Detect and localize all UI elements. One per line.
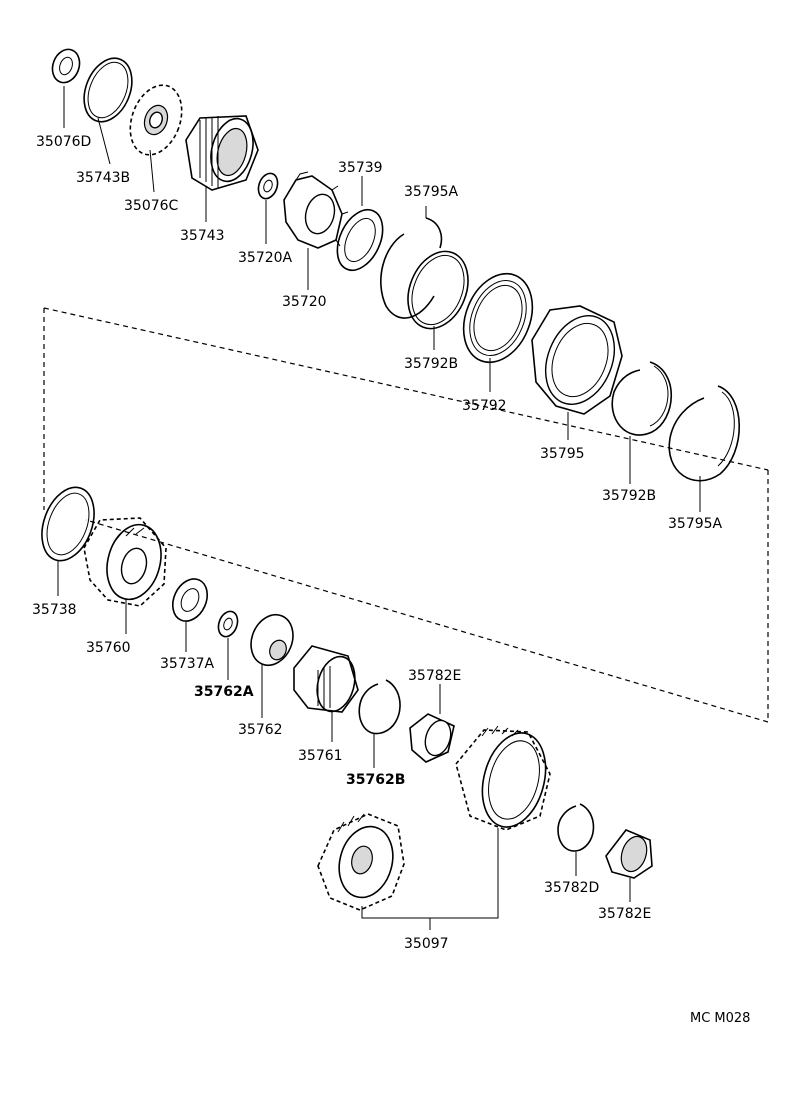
label-35762: 35762 <box>238 722 283 738</box>
part-35761-sleeve <box>293 645 359 713</box>
part-35792B-ring-right <box>611 361 672 436</box>
part-35739-thrust-bearing <box>336 208 384 272</box>
label-35795A-top: 35795A <box>404 184 459 200</box>
diagram-code: MC M028 <box>690 1011 750 1026</box>
assembly-dashed-frame <box>43 307 769 723</box>
label-35795A-right: 35795A <box>668 516 723 532</box>
part-35795A-snap-ring-top <box>380 217 443 319</box>
label-35743: 35743 <box>180 228 225 244</box>
part-35760-sun-gear-drum <box>83 517 167 607</box>
label-35762A: 35762A <box>194 684 254 700</box>
part-35738-thrust-washer <box>41 486 95 562</box>
part-35782D-snap-ring <box>557 803 595 852</box>
part-35795-outer-race <box>531 305 623 415</box>
part-35097-ring-gear <box>455 725 551 831</box>
part-35737A-washer <box>171 578 209 622</box>
part-35782E-bushing-bottom <box>605 829 653 879</box>
part-35792-one-way-clutch <box>462 272 534 364</box>
label-35720: 35720 <box>282 294 327 310</box>
part-35720A-washer <box>257 172 279 200</box>
label-35782E-top: 35782E <box>408 668 461 684</box>
part-35762A-washer <box>217 610 239 638</box>
label-35792B-top: 35792B <box>404 356 458 372</box>
part-35792B-ring-top <box>407 250 469 330</box>
label-35782D: 35782D <box>544 880 599 896</box>
label-35738: 35738 <box>32 602 77 618</box>
label-35743B: 35743B <box>76 170 130 186</box>
label-35760: 35760 <box>86 640 131 656</box>
label-35762B: 35762B <box>346 772 405 788</box>
label-35795: 35795 <box>540 446 585 462</box>
label-35720A: 35720A <box>238 250 293 266</box>
part-35743B-snap-ring <box>83 57 133 123</box>
part-35720-gear-hub <box>283 171 349 249</box>
label-35792: 35792 <box>462 398 507 414</box>
part-35076D-washer <box>51 48 81 84</box>
label-35782E-bottom: 35782E <box>598 906 651 922</box>
part-labels: 35076D 35743B 35076C 35743 35720A 35739 … <box>32 134 750 1026</box>
part-35762-flange-hub <box>250 613 294 667</box>
leader-lines <box>57 86 701 930</box>
label-35737A: 35737A <box>160 656 215 672</box>
part-35743-drum <box>185 115 259 191</box>
part-35795A-snap-ring-right <box>668 385 740 482</box>
part-35782E-bushing-top <box>409 713 455 763</box>
part-35762B-snap-ring <box>358 679 401 735</box>
part-35076C-bearing <box>129 84 183 156</box>
part-35097-planet-carrier <box>317 813 405 911</box>
label-35076D: 35076D <box>36 134 91 150</box>
label-35761: 35761 <box>298 748 343 764</box>
label-35097: 35097 <box>404 936 449 952</box>
label-35739: 35739 <box>338 160 383 176</box>
label-35076C: 35076C <box>124 198 179 214</box>
label-35792B-right: 35792B <box>602 488 656 504</box>
